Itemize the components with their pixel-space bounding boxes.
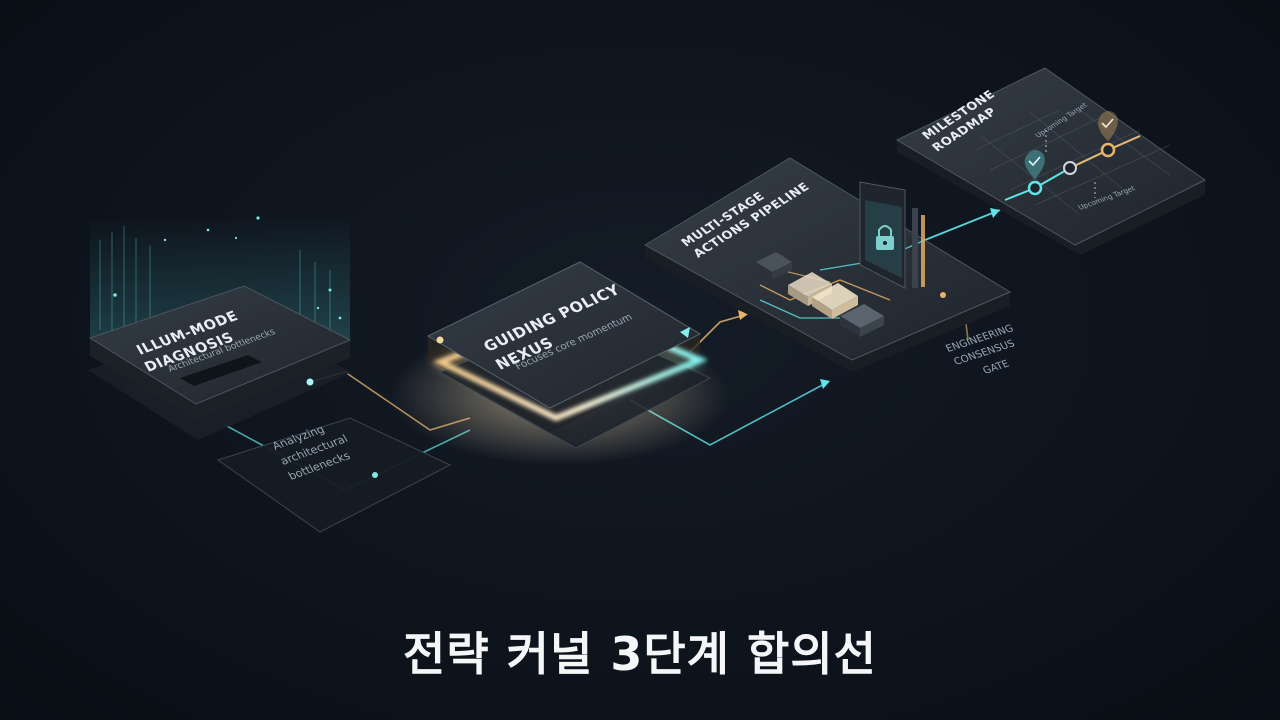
roadmap-node-end [1100, 142, 1116, 158]
stage-milestone-roadmap: MILESTONE ROADMAP Upcoming Target Upcomi… [895, 67, 1206, 255]
action-block-3 [812, 283, 858, 319]
roadmap-node-middle [1063, 161, 1077, 175]
action-block-1 [756, 252, 792, 280]
diagnosis-panel [88, 285, 352, 405]
diagnosis-particles [113, 216, 342, 320]
connector-actions-to-roadmap [924, 209, 1001, 241]
diagnosis-screen-bar [180, 355, 262, 386]
stage-policy-nexus: GUIDING POLICY NEXUS Focuses core moment… [390, 261, 730, 465]
diagnosis-light-streaks [99, 226, 331, 350]
check-pin-icon-gold [1098, 111, 1118, 142]
roadmap-panel [895, 67, 1206, 246]
actions-panel [644, 157, 1012, 361]
action-block-4 [840, 304, 884, 337]
diagnosis-node-dot-lower [372, 472, 378, 478]
actions-node-dot [940, 292, 946, 298]
diagnosis-node-dot [306, 378, 314, 386]
policy-corner-arrow [680, 327, 690, 338]
caption-title: 전략 커널 3단계 합의선 [403, 627, 877, 681]
lock-icon [876, 225, 894, 250]
stage-actions-pipeline: MULTI-STAGE ACTIONS PIPELINE [644, 157, 1017, 377]
check-pin-icon-cyan [1024, 150, 1045, 180]
consensus-gate [859, 181, 925, 289]
policy-panel [426, 261, 702, 409]
policy-corner-dot [436, 336, 444, 344]
roadmap-node-start [1027, 180, 1043, 196]
roadmap-grid [974, 109, 1171, 216]
stage-diagnosis: ILLUM-MODE DIAGNOSIS Architectural bottl… [88, 215, 452, 533]
arrowhead-policy-actions [738, 310, 748, 320]
arrowhead-roadmap [990, 208, 1000, 218]
diagnosis-lower-note-panel [216, 417, 452, 533]
gate-label-line-3: GATE [981, 359, 1011, 377]
arrowhead-actions-lower [820, 379, 830, 389]
